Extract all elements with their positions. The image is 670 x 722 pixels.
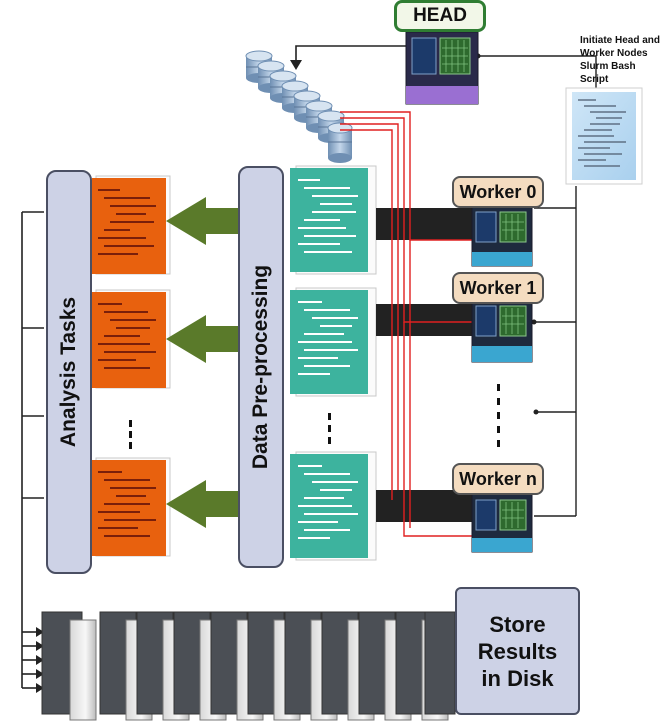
store-line: Results (477, 638, 558, 664)
note-line: Initiate Head and (580, 35, 661, 46)
preproc-doc-2 (290, 287, 377, 397)
data-preprocessing-bar: Data Pre-processing (238, 166, 284, 568)
analysis-tasks-bar: Analysis Tasks (46, 170, 92, 574)
preproc-ellipsis (328, 413, 331, 444)
data-preprocessing-label: Data Pre-processing (249, 264, 272, 470)
storage-arrowheads (36, 627, 44, 693)
connector-dot-n (533, 409, 539, 415)
preproc-doc-1 (290, 165, 377, 275)
store-line: in Disk (481, 665, 554, 691)
green-arrows (166, 197, 240, 528)
worker-1-device (471, 299, 533, 363)
red-data-links (340, 111, 472, 537)
preproc-doc-n (290, 451, 377, 561)
slurm-script-note: Initiate Head and Worker Nodes Slurm Bas… (580, 34, 670, 86)
store-results-box: Store Results in Disk (455, 587, 580, 715)
analysis-doc-1 (92, 175, 171, 275)
storage-tree-connector (21, 211, 44, 689)
analysis-tasks-label: Analysis Tasks (57, 296, 80, 448)
head-node-device (405, 31, 479, 105)
server-rack-row (41, 611, 456, 721)
store-line: Store (489, 611, 546, 637)
note-line: Slurm Bash (580, 61, 636, 72)
worker-ellipsis (497, 384, 500, 447)
analysis-ellipsis (129, 420, 132, 449)
head-to-db-arrowhead (290, 60, 302, 70)
head-node-label: HEAD (394, 0, 486, 32)
worker-n-device (471, 493, 533, 553)
worker-1-label: Worker 1 (452, 272, 544, 304)
database-stack (245, 50, 353, 163)
slurm-script-doc (565, 87, 643, 185)
analysis-doc-2 (92, 289, 171, 389)
note-line: Script (580, 74, 609, 85)
worker-0-label: Worker 0 (452, 176, 544, 208)
analysis-doc-n (92, 457, 171, 557)
worker-0-device (471, 205, 533, 267)
head-to-db-arrow (295, 45, 407, 62)
note-line: Worker Nodes (580, 48, 648, 59)
worker-n-label: Worker n (452, 463, 544, 495)
script-connector (478, 55, 597, 517)
connector-dot-w1 (531, 319, 537, 325)
